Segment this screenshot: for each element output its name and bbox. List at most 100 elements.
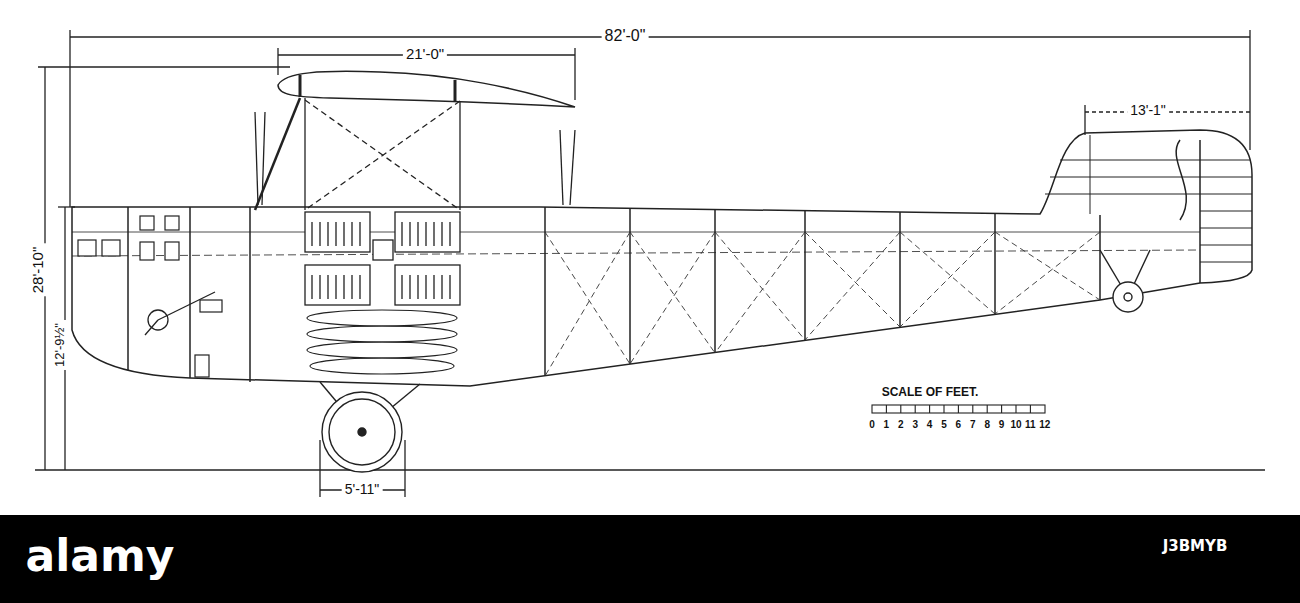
- propeller: [145, 292, 215, 335]
- bracing-wires: [545, 232, 1100, 376]
- undercarriage: [1113, 282, 1143, 312]
- fuselage: [714, 209, 716, 353]
- nose-windows: [102, 240, 120, 256]
- scale-number-holder: 10: [1010, 419, 1021, 430]
- nose-windows: [195, 355, 209, 377]
- rudder-ribs: [1200, 211, 1252, 212]
- dimension-label: 28'-10": [30, 244, 47, 297]
- rudder-ribs: [1200, 228, 1252, 229]
- nose-windows: [78, 216, 222, 377]
- scale-number: 1: [884, 419, 890, 430]
- wing-struts: [262, 112, 265, 205]
- scale-number: 4: [927, 419, 933, 430]
- scale-number: 0: [869, 419, 875, 430]
- scale-number-holder: 7: [970, 419, 976, 430]
- fuel-tanks: [307, 326, 457, 342]
- fuselage: [1176, 140, 1186, 220]
- nose-windows: [78, 240, 96, 256]
- bracing-wires: [900, 232, 995, 327]
- rudder-ribs: [1090, 135, 1091, 214]
- undercarriage: [358, 428, 366, 436]
- wing-struts: [570, 130, 575, 205]
- scale-number: 10: [1010, 419, 1021, 430]
- dimension-label: 12'-9½": [53, 320, 67, 370]
- engines: [373, 240, 393, 260]
- bracing-wires: [715, 232, 805, 353]
- bracing-wires: [900, 232, 995, 314]
- rudder-ribs: [1045, 194, 1252, 195]
- watermark-bar: [0, 515, 1300, 603]
- nose-windows: [165, 216, 179, 230]
- scale-number-holder: 9: [999, 419, 1005, 430]
- dimension-lines: [404, 440, 405, 497]
- wing-struts: [459, 101, 460, 210]
- scale-number-holder: 5: [941, 419, 947, 430]
- fuselage: [629, 208, 631, 364]
- wing-struts: [560, 130, 563, 205]
- dimension-label-holder: 82'-0": [602, 27, 649, 45]
- watermark-id-holder: J3BMYB: [1163, 538, 1228, 555]
- wing-struts: [255, 98, 300, 210]
- scale-number-holder: 1: [884, 419, 890, 430]
- scale-number: 9: [999, 419, 1005, 430]
- fuselage: [189, 207, 191, 378]
- upper-wing: [278, 71, 575, 107]
- dimension-label-holder: 5'-11": [342, 482, 383, 497]
- upper-wing: [299, 75, 302, 97]
- dimension-lines: [38, 66, 290, 67]
- nose-windows: [165, 242, 179, 260]
- fuel-tanks: [307, 342, 457, 358]
- dimension-lines: [1249, 30, 1250, 150]
- scale-number: 2: [898, 419, 904, 430]
- bracing-wires: [995, 232, 1100, 314]
- dimension-lines: [277, 48, 278, 75]
- watermark-id: J3BMYB: [1163, 538, 1228, 555]
- scale-number: 8: [984, 419, 990, 430]
- engines: [305, 212, 460, 305]
- dimension-lines: [35, 30, 1265, 497]
- upper-wing: [454, 80, 457, 101]
- bracing-wires: [545, 232, 630, 364]
- scale-number-holder: 4: [927, 419, 933, 430]
- scale-number: 11: [1025, 419, 1036, 430]
- dimension-lines: [574, 48, 575, 100]
- watermark-logo-holder: alamy: [26, 532, 175, 580]
- scale-number: 7: [970, 419, 976, 430]
- fuel-tanks: [310, 358, 454, 374]
- fuselage: [994, 213, 996, 314]
- scale-number: 12: [1039, 419, 1050, 430]
- fuselage: [127, 207, 129, 370]
- dimension-label: 5'-11": [342, 482, 383, 497]
- scale-number-holder: 3: [912, 419, 918, 430]
- engines: [312, 222, 450, 299]
- fuselage: [804, 211, 806, 340]
- undercarriage: [322, 392, 402, 472]
- scale-number-holder: 11: [1025, 419, 1036, 430]
- dimension-lines: [319, 440, 320, 497]
- fuselage: [72, 232, 1200, 233]
- nose-windows: [200, 300, 222, 312]
- scale-bar: [886, 405, 1030, 413]
- propeller: [158, 292, 215, 320]
- scale-bar: [872, 405, 1045, 413]
- scale-number: 3: [912, 419, 918, 430]
- dimension-label-holder: 21'-0": [403, 46, 447, 63]
- fuel-tanks: [307, 310, 457, 326]
- scale-bar: [872, 405, 1045, 413]
- dimension-label-holder: 13'-1": [1127, 103, 1169, 118]
- scale-title: SCALE OF FEET.: [879, 386, 982, 399]
- rudder-ribs: [1200, 245, 1252, 246]
- dimension-lines: [1084, 105, 1085, 135]
- scale-number: 5: [941, 419, 947, 430]
- watermark-logo: alamy: [26, 532, 175, 580]
- fuselage: [249, 207, 251, 382]
- rudder-ribs: [1050, 177, 1252, 178]
- dimension-lines: [70, 36, 1250, 37]
- scale-number-holder: 2: [898, 419, 904, 430]
- wing-struts: [255, 112, 258, 205]
- dimension-label-holder: 12'-9½": [53, 320, 67, 370]
- dimension-label-holder: 28'-10": [30, 244, 47, 297]
- bracing-wires: [715, 232, 805, 340]
- wing-struts: [305, 101, 460, 210]
